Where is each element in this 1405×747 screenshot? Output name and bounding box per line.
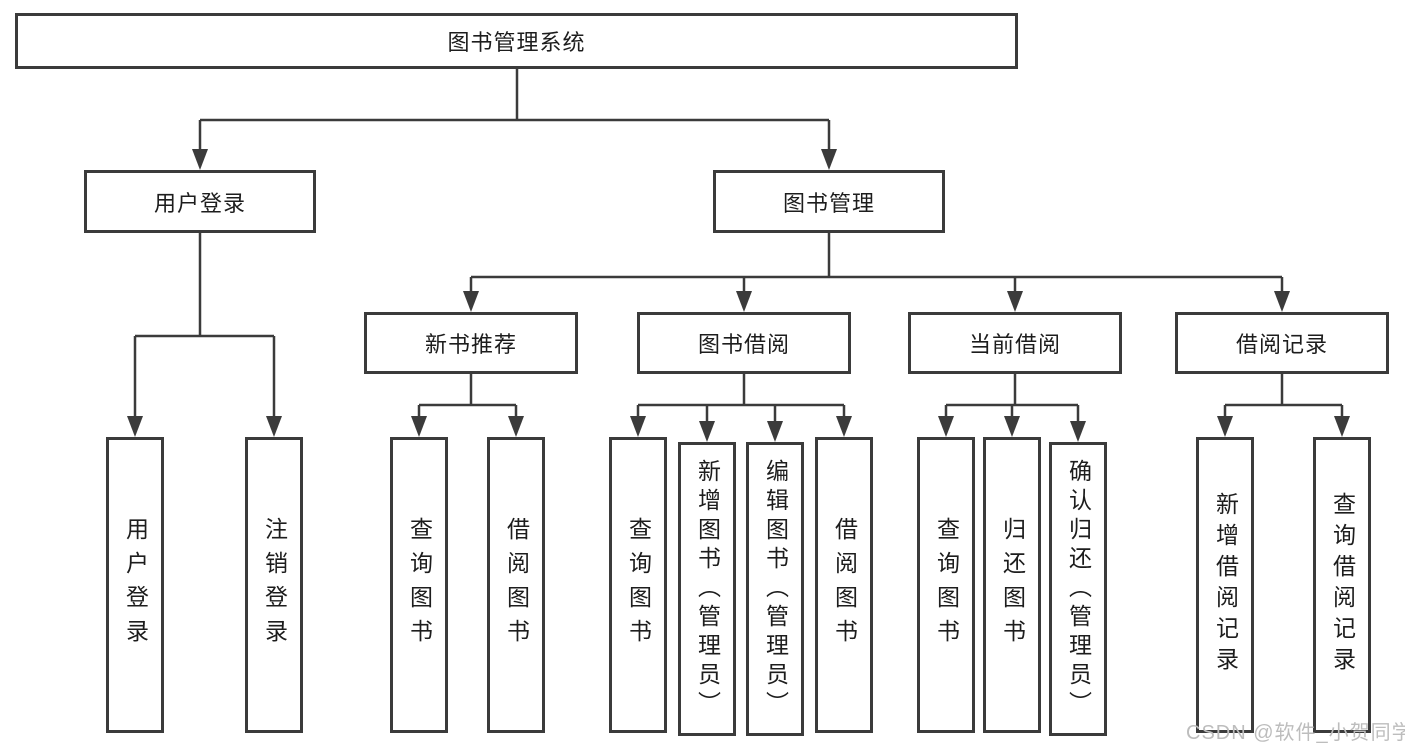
leaf-user-login: 用户登录 [106, 437, 164, 733]
node-user-login: 用户登录 [84, 170, 316, 233]
node-current-borrow: 当前借阅 [908, 312, 1122, 374]
leaf-borrow-books: 借阅图书 [815, 437, 873, 733]
csdn-watermark: CSDN @软件_小贺同学 [1186, 722, 1405, 744]
leaf-confirm-return-admin-label: 确认归还（管理员） [1065, 458, 1092, 720]
node-book-management: 图书管理 [713, 170, 945, 233]
leaf-add-book-admin-label: 新增图书（管理员） [694, 458, 721, 720]
connector-current-borrow-children [938, 374, 1086, 442]
leaf-edit-book-admin-label: 编辑图书（管理员） [762, 458, 789, 720]
node-library-system: 图书管理系统 [15, 13, 1018, 69]
leaf-return-book: 归还图书 [983, 437, 1041, 733]
leaf-add-borrow-record-label: 新增借阅记录 [1212, 492, 1239, 678]
leaf-logout-label: 注销登录 [261, 517, 288, 653]
connector-book-borrow-children [630, 374, 852, 442]
leaf-query-books-recommend-label: 查询图书 [406, 517, 433, 653]
leaf-query-books-current-label: 查询图书 [933, 517, 960, 653]
leaf-borrow-books-recommend: 借阅图书 [487, 437, 545, 733]
connector-new-book-children [411, 374, 524, 437]
node-new-book-recommend: 新书推荐 [364, 312, 578, 374]
leaf-borrow-books-recommend-label: 借阅图书 [503, 517, 530, 653]
leaf-edit-book-admin: 编辑图书（管理员） [746, 442, 804, 736]
leaf-query-borrow-record: 查询借阅记录 [1313, 437, 1371, 733]
leaf-query-books-current: 查询图书 [917, 437, 975, 733]
connector-root-to-level2 [192, 68, 837, 170]
leaf-return-book-label: 归还图书 [999, 517, 1026, 653]
leaf-query-borrow-record-label: 查询借阅记录 [1329, 492, 1356, 678]
leaf-add-book-admin: 新增图书（管理员） [678, 442, 736, 736]
node-book-borrow: 图书借阅 [637, 312, 851, 374]
connector-borrow-records-children [1217, 374, 1350, 437]
leaf-add-borrow-record: 新增借阅记录 [1196, 437, 1254, 733]
connector-user-login-children [127, 233, 282, 437]
leaf-confirm-return-admin: 确认归还（管理员） [1049, 442, 1107, 736]
node-borrow-records: 借阅记录 [1175, 312, 1389, 374]
leaf-query-books-recommend: 查询图书 [390, 437, 448, 733]
leaf-query-books-borrow: 查询图书 [609, 437, 667, 733]
leaf-query-books-borrow-label: 查询图书 [625, 517, 652, 653]
connector-book-management-children [463, 233, 1290, 312]
leaf-user-login-label: 用户登录 [122, 517, 149, 653]
leaf-borrow-books-label: 借阅图书 [831, 517, 858, 653]
leaf-logout: 注销登录 [245, 437, 303, 733]
